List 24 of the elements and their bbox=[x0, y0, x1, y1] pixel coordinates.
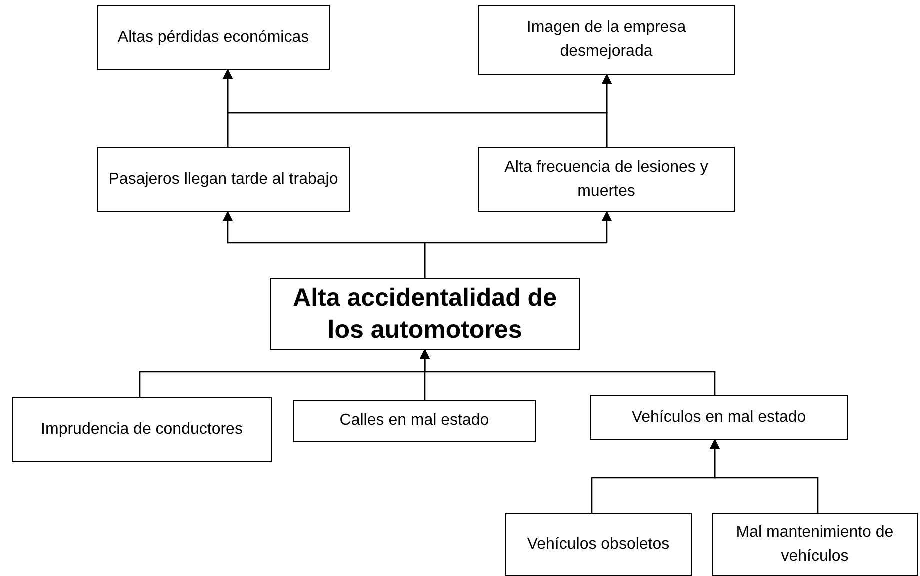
problem-box bbox=[270, 278, 580, 350]
box-label: Alta accidentalidad de los automotores bbox=[292, 282, 558, 346]
box-label: Vehículos en mal estado bbox=[632, 408, 806, 428]
box-label: Pasajeros llegan tarde al trabajo bbox=[108, 170, 338, 190]
cause-effect-box bbox=[712, 513, 918, 576]
cause-effect-box bbox=[97, 5, 330, 70]
arrow bbox=[710, 439, 819, 513]
cause-effect-box bbox=[478, 147, 735, 212]
box-label: Alta frecuencia de lesiones y muertes bbox=[504, 158, 710, 202]
box-label: Calles en mal estado bbox=[340, 411, 490, 431]
cause-effect-box bbox=[590, 395, 848, 440]
box-label: Mal mantenimiento de vehículos bbox=[735, 522, 895, 566]
cause-effect-box bbox=[293, 400, 536, 442]
arrow bbox=[424, 211, 612, 278]
cause-effect-box bbox=[97, 147, 350, 212]
box-label: Altas pérdidas económicas bbox=[118, 28, 310, 48]
arrow bbox=[420, 349, 716, 395]
box-label: Imprudencia de conductores bbox=[41, 420, 243, 440]
arrow bbox=[602, 74, 612, 147]
box-label: Vehículos obsoletos bbox=[527, 534, 670, 554]
cause-effect-box bbox=[505, 513, 692, 576]
cause-effect-box bbox=[12, 397, 272, 462]
cause-effect-box bbox=[478, 5, 735, 75]
box-label: Imagen de la empresa desmejorada bbox=[526, 18, 688, 62]
